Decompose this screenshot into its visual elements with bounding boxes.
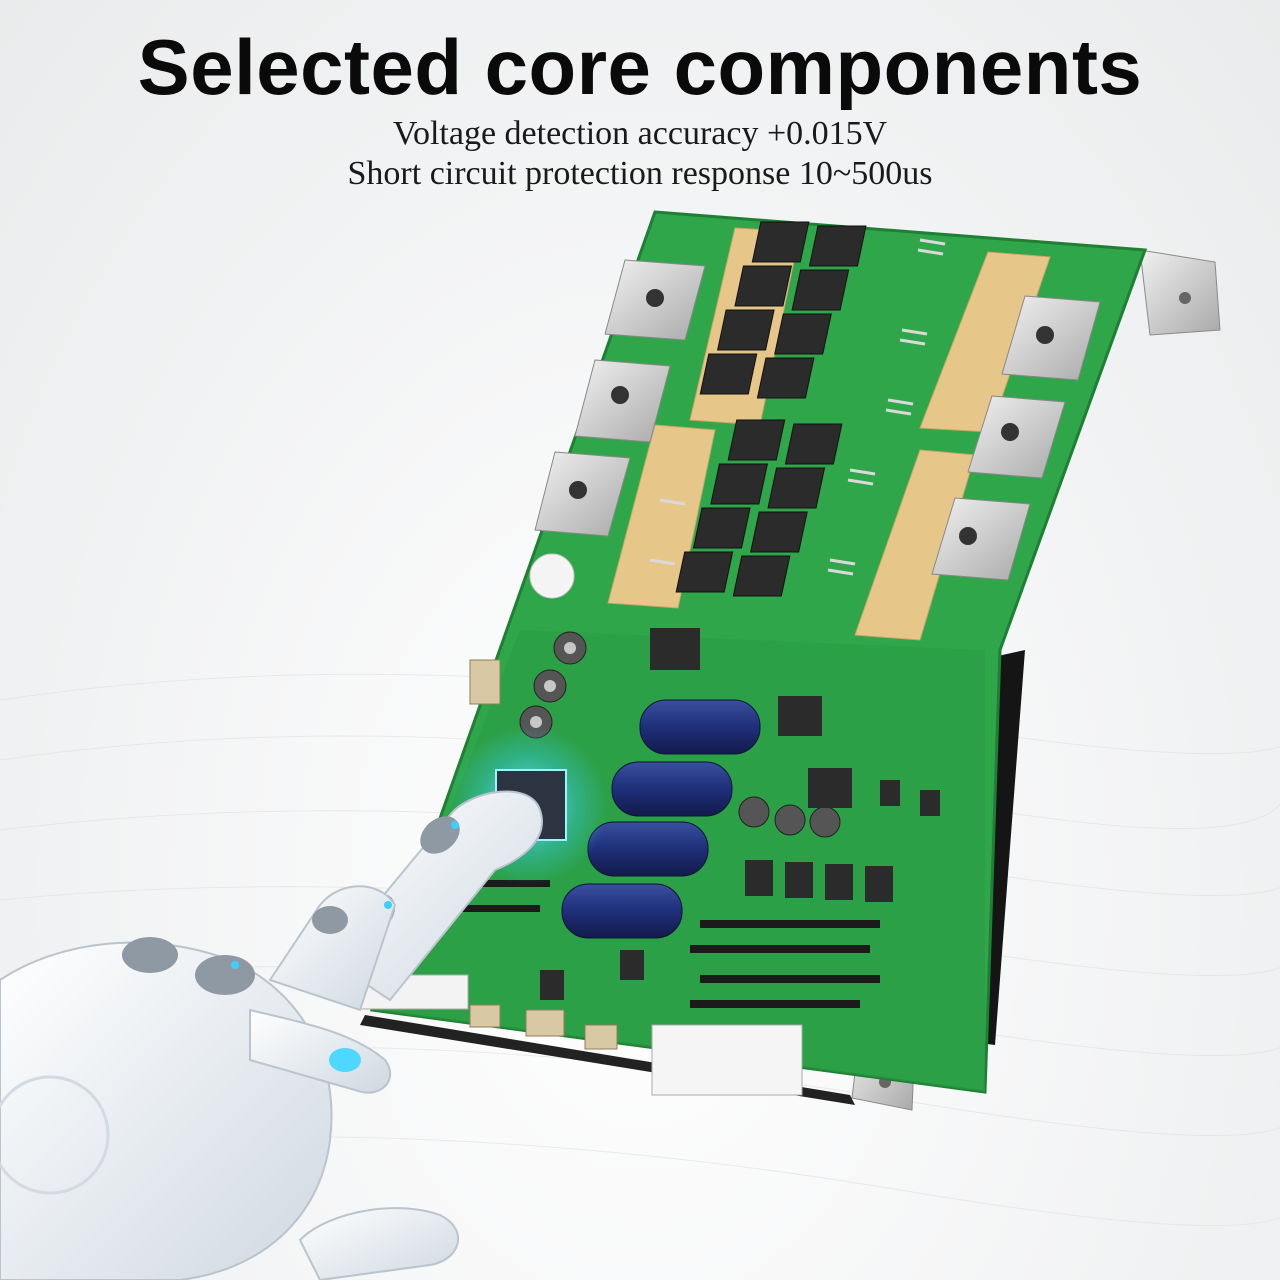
capacitors-small bbox=[519, 631, 841, 838]
robot-hand-icon bbox=[0, 790, 543, 1280]
terminal-6 bbox=[931, 497, 1031, 581]
capacitor-3 bbox=[587, 821, 709, 877]
connector-small-2 bbox=[525, 1009, 565, 1037]
round-pad bbox=[529, 553, 575, 599]
capacitor-1 bbox=[639, 699, 761, 755]
connector-small-1 bbox=[469, 1004, 501, 1028]
mosfet-pins bbox=[649, 238, 946, 576]
terminal-5 bbox=[967, 395, 1066, 479]
subtitle-short-circuit-response: Short circuit protection response 10~500… bbox=[347, 155, 933, 192]
terminal-3 bbox=[534, 451, 631, 537]
power-terminals-left bbox=[534, 259, 706, 537]
mosfet-array bbox=[675, 221, 867, 597]
subtitle-voltage-accuracy: Voltage detection accuracy +0.015V bbox=[392, 115, 888, 152]
terminal-4 bbox=[1001, 295, 1101, 381]
electrolytic-capacitors bbox=[561, 699, 761, 939]
power-terminals-right bbox=[931, 295, 1101, 581]
connector-balance bbox=[651, 1024, 803, 1096]
connector-small-3 bbox=[584, 1024, 618, 1050]
capacitor-4 bbox=[561, 883, 683, 939]
integrated-circuits bbox=[469, 628, 940, 1000]
terminal-1 bbox=[604, 259, 706, 341]
terminal-2 bbox=[574, 359, 671, 443]
capacitor-2 bbox=[611, 761, 733, 817]
page-title: Selected core components bbox=[137, 23, 1143, 111]
resistor-rows bbox=[430, 880, 880, 1008]
capacitor-highlights bbox=[530, 642, 576, 728]
